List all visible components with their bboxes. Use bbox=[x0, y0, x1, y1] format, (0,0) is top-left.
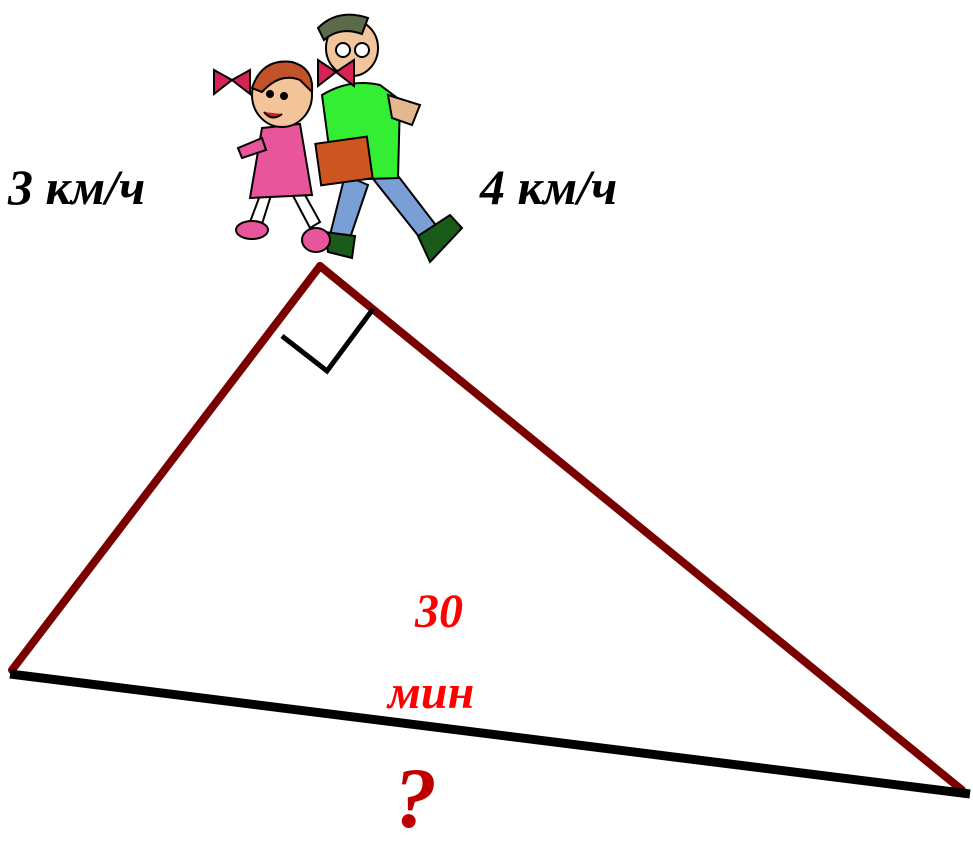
triangle-right-leg bbox=[316, 262, 966, 794]
time-unit-label: мин bbox=[388, 666, 475, 719]
boy-figure bbox=[314, 13, 464, 264]
triangle-hypotenuse bbox=[9, 669, 971, 799]
time-value-label: 30 bbox=[415, 585, 463, 638]
walking-children-icon bbox=[213, 13, 464, 264]
right-angle-marker bbox=[280, 307, 376, 375]
girl-figure bbox=[213, 58, 355, 253]
triangle-left-leg bbox=[8, 262, 324, 674]
speed-right-label: 4 км/ч bbox=[480, 159, 618, 215]
speed-left-label: 3 км/ч bbox=[8, 159, 146, 215]
question-mark: ? bbox=[394, 750, 437, 846]
